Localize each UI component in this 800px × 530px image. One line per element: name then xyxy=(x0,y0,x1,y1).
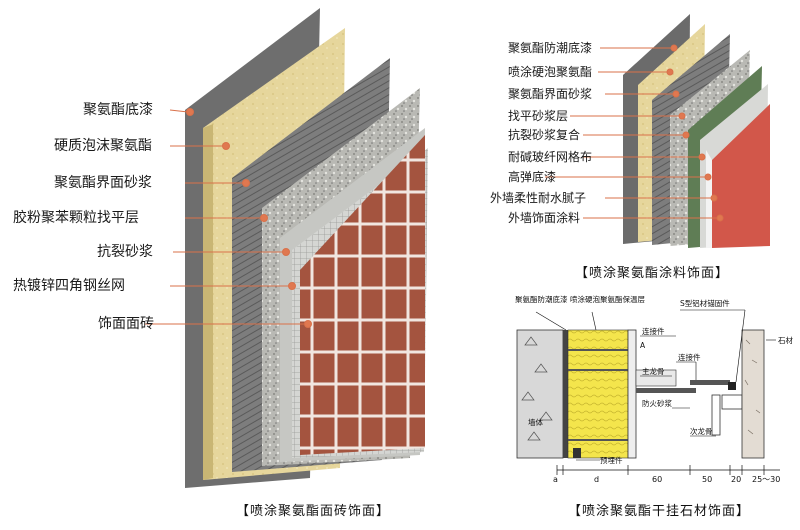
ann-stone: 石材 xyxy=(778,335,793,345)
ann-secondary-keel: 次龙骨 xyxy=(690,426,713,436)
rt-label-leveling: 找平砂浆层 xyxy=(508,109,569,123)
dim-a: a xyxy=(553,475,558,484)
ann-main-keel: 主龙骨 xyxy=(642,366,665,376)
label-interface-mortar: 聚氨酯界面砂浆 xyxy=(54,175,152,191)
rt-label-primer: 聚氨酯防潮底漆 xyxy=(508,41,593,55)
caption-tile-facing: 【喷涂聚氨酯面砖饰面】 xyxy=(236,504,391,519)
stone-panel xyxy=(741,329,765,459)
rt-label-elastic-primer: 高弹底漆 xyxy=(508,170,557,184)
stone-cladding-detail xyxy=(512,309,794,475)
ann-connector-2: 连接件 xyxy=(678,352,701,362)
dim-d: d xyxy=(594,475,599,484)
ann-connector-1: 连接件 xyxy=(642,326,665,336)
rt-coating-layer xyxy=(712,104,770,248)
dim-25-30: 25～30 xyxy=(752,475,780,484)
ann-embedded: 预埋件 xyxy=(600,455,623,465)
label-steel-mesh: 热镀锌四角钢丝网 xyxy=(13,278,125,294)
rt-label-glass-mesh: 耐碱玻纤网格布 xyxy=(508,150,593,164)
foam-insulation xyxy=(567,329,629,459)
label-tile-facing: 饰面面砖 xyxy=(98,316,154,332)
rt-label-coating: 外墙饰面涂料 xyxy=(508,211,581,225)
ann-wall: 墙体 xyxy=(528,417,543,427)
dim-20: 20 xyxy=(731,475,741,484)
ann-a-mark: A xyxy=(640,341,646,350)
rt-label-foam: 喷涂硬泡聚氨酯 xyxy=(508,65,593,79)
ann-foam: 喷涂硬泡聚氨酯保温层 xyxy=(570,294,645,304)
label-leveling-layer: 胶粉聚苯颗粒找平层 xyxy=(13,210,139,226)
ann-fire-mortar: 防火砂浆 xyxy=(642,398,672,408)
label-rigid-foam: 硬质泡沫聚氨酯 xyxy=(54,138,152,154)
label-polyurethane-primer: 聚氨酯底漆 xyxy=(83,102,153,118)
dim-50: 50 xyxy=(702,475,712,484)
label-anti-crack-mortar: 抗裂砂浆 xyxy=(97,244,153,260)
caption-stone-facing: 【喷涂聚氨酯干挂石材饰面】 xyxy=(568,504,751,519)
rt-label-anti-crack: 抗裂砂浆复合 xyxy=(508,128,581,142)
rt-label-putty: 外墙柔性耐水腻子 xyxy=(490,191,587,205)
caption-coating-facing: 【喷涂聚氨酯涂料饰面】 xyxy=(575,266,730,281)
dim-60: 60 xyxy=(652,475,662,484)
main-keel xyxy=(627,329,637,459)
secondary-keel xyxy=(711,394,721,436)
ann-anchor: S型铝材锚固件 xyxy=(680,298,730,308)
ann-primer: 聚氨酯防潮底漆 xyxy=(515,294,568,304)
wall-body xyxy=(516,329,564,459)
tile-layer xyxy=(300,135,425,455)
rt-label-interface: 聚氨酯界面砂浆 xyxy=(508,87,593,101)
